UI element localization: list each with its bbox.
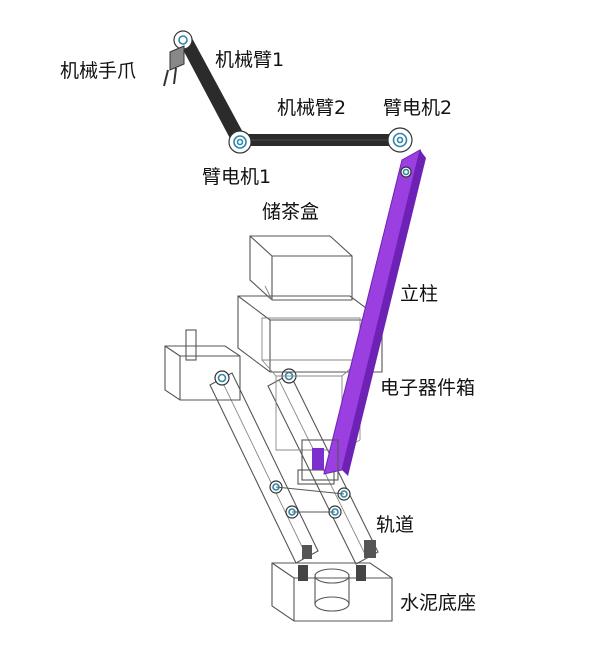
label-tea-box: 储茶盒 — [262, 201, 320, 223]
arm1-shape — [180, 38, 246, 146]
label-column: 立柱 — [400, 283, 439, 305]
label-arm2: 机械臂2 — [277, 97, 347, 119]
label-gripper: 机械手爪 — [60, 60, 137, 82]
label-track: 轨道 — [376, 514, 415, 536]
label-concrete-base: 水泥底座 — [400, 592, 477, 614]
label-motor1: 臂电机1 — [202, 166, 272, 188]
arm2-shape — [238, 134, 398, 146]
label-electronics-box: 电子器件箱 — [380, 377, 476, 399]
arm-motor1-shape — [228, 130, 252, 154]
gripper-shape — [163, 30, 193, 87]
column-shape — [301, 149, 426, 481]
arm-motor2-shape — [387, 127, 413, 153]
label-motor2: 臂电机2 — [383, 97, 453, 119]
concrete-base-shape — [271, 562, 393, 622]
tea-box-shape — [249, 235, 353, 301]
label-arm1: 机械臂1 — [215, 49, 285, 71]
